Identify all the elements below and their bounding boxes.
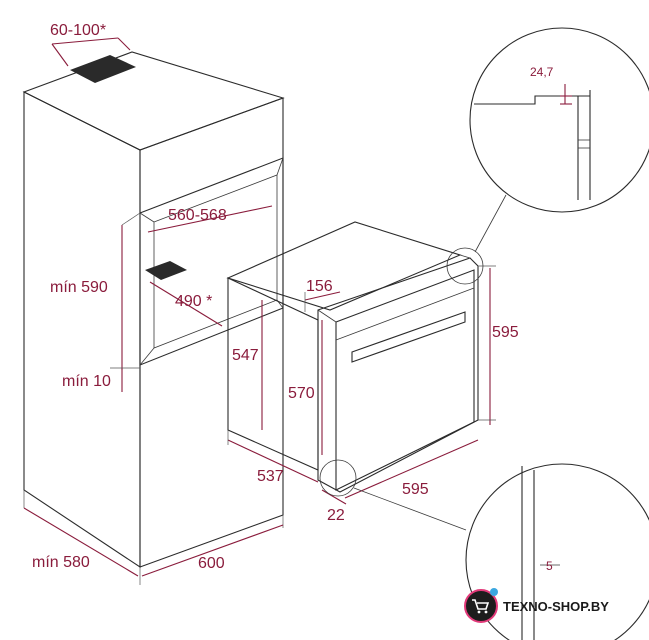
label-oven-width: 595 [402, 481, 429, 498]
label-cabinet-width: 600 [198, 555, 225, 572]
label-oven-depth: 537 [257, 468, 284, 485]
label-oven-height: 595 [492, 324, 519, 341]
label-oven-body-height: 547 [232, 347, 259, 364]
detail-bottom [319, 459, 649, 640]
label-detail-top: 24,7 [530, 65, 554, 79]
label-top-gap: 60-100* [50, 22, 106, 39]
shelf-vent [145, 261, 187, 280]
brand-logo: TEXNO-SHOP.BY [464, 588, 609, 623]
brand-name: TEXNO-SHOP.BY [503, 599, 609, 614]
label-niche-height-min: mín 590 [50, 279, 108, 296]
label-front-offset: 22 [327, 507, 345, 524]
label-oven-inner-height: 570 [288, 385, 315, 402]
dimension-lines-oven [227, 265, 496, 505]
label-shelf-depth: 490 * [175, 293, 212, 310]
label-detail-bottom: 5 [546, 559, 553, 573]
label-niche-width: 560-568 [168, 207, 227, 224]
cart-icon [465, 590, 497, 622]
cabinet [22, 51, 285, 569]
dimension-lines-cabinet [23, 37, 284, 585]
oven [226, 221, 479, 493]
detail-top [446, 27, 649, 285]
label-depth-min: mín 580 [32, 554, 90, 571]
label-oven-top-offset: 156 [306, 278, 333, 295]
label-bottom-gap-min: mín 10 [62, 373, 111, 390]
oven-handle [351, 311, 466, 363]
top-vent [70, 55, 136, 83]
